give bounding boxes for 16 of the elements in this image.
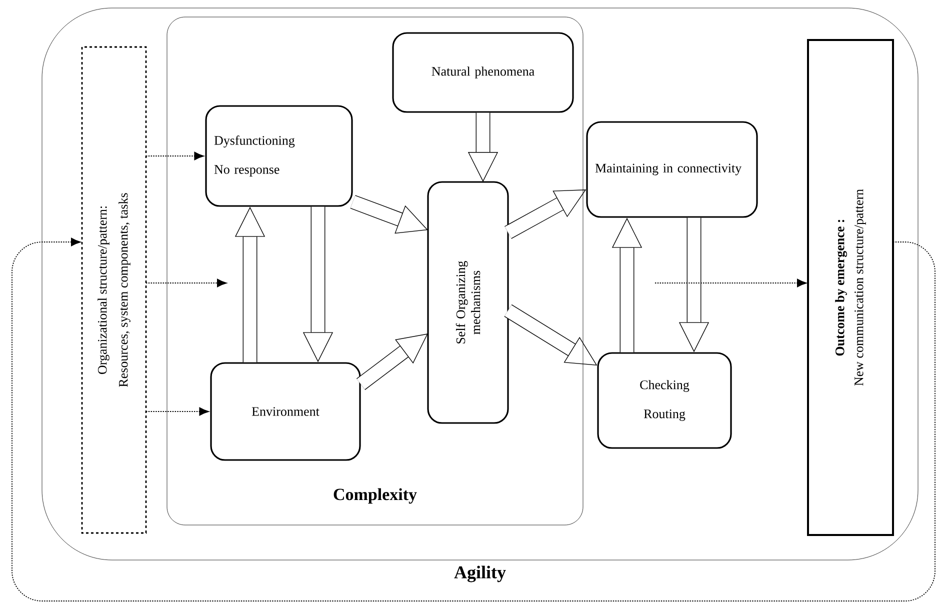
dotted-arrow bbox=[146, 407, 209, 416]
rounded-box: Dysfunctioning No response bbox=[205, 105, 353, 207]
block-arrow bbox=[350, 195, 428, 234]
dashed-box: Organizational structure/pattern: Resources, system components, tasks bbox=[81, 46, 147, 534]
rounded-box: Self Organizing mechanisms bbox=[427, 181, 509, 424]
outcome-box: Outcome by emergence : New communication structure/pattern bbox=[807, 39, 894, 536]
rounded-box: Maintaining in connectivity bbox=[586, 121, 758, 218]
dotted-arrow bbox=[146, 152, 204, 160]
block-arrow bbox=[356, 334, 428, 390]
dotted-arrow bbox=[146, 278, 227, 288]
dotted-arrow bbox=[654, 278, 807, 288]
rounded-box: Environment bbox=[210, 362, 361, 461]
rounded-box: Checking Routing bbox=[597, 352, 732, 449]
node-label: Agility bbox=[454, 566, 506, 582]
feedback-loop-arrow bbox=[12, 238, 936, 602]
rounded-box: Natural phenomena bbox=[392, 32, 574, 113]
